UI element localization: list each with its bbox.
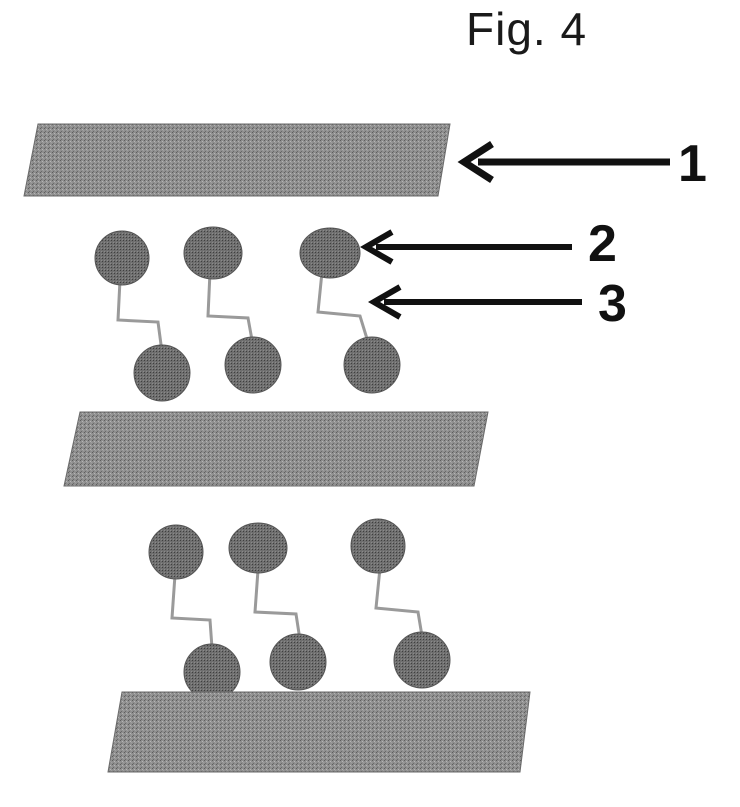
bead	[344, 337, 400, 393]
callout-arrow-2	[366, 232, 572, 262]
callout-arrow-1	[464, 144, 670, 180]
bead	[394, 632, 450, 688]
callout-label-2: 2	[588, 218, 617, 270]
callout-label-1: 1	[678, 138, 707, 190]
bead	[134, 345, 190, 401]
upper-bead-group	[95, 227, 400, 401]
bead	[300, 228, 360, 278]
bead	[270, 634, 326, 690]
bead	[229, 523, 287, 573]
top-plate	[24, 124, 450, 196]
linker	[376, 568, 422, 636]
bead	[225, 337, 281, 393]
linker	[208, 272, 252, 340]
bead	[95, 231, 149, 285]
linker	[118, 280, 162, 352]
callout-label-3: 3	[598, 278, 627, 330]
linker	[172, 575, 212, 648]
lower-bead-group	[149, 519, 450, 700]
bead	[184, 227, 242, 279]
bead	[351, 519, 405, 573]
bead	[149, 525, 203, 579]
callout-arrow-3	[374, 287, 582, 317]
linker	[318, 272, 368, 342]
middle-plate	[64, 412, 488, 486]
bottom-plate	[108, 692, 530, 772]
linker	[255, 570, 300, 640]
